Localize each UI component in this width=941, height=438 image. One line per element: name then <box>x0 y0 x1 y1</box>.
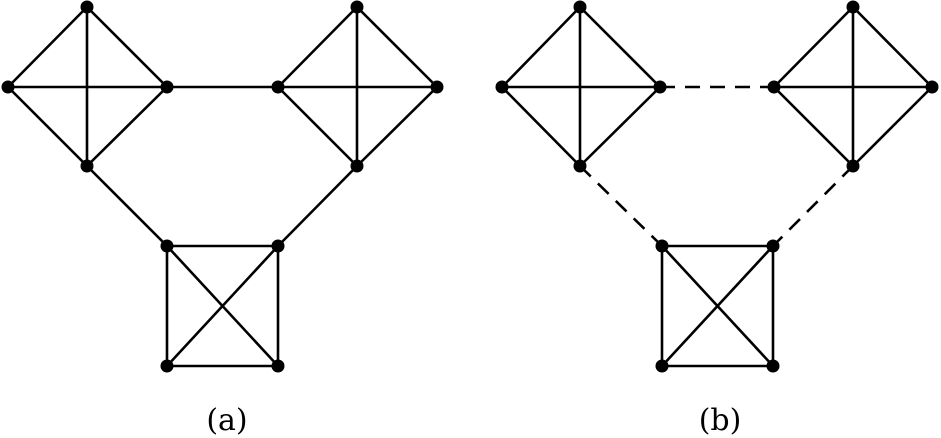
node-tr_left <box>271 80 285 94</box>
panel-b: (b) <box>495 0 939 438</box>
node-bq_br <box>766 359 780 373</box>
node-tl_top <box>573 0 587 14</box>
node-bq_bl <box>655 359 669 373</box>
edge-tl_top-tl_left <box>500 5 582 89</box>
edge-tl_left-tl_bottom <box>6 85 89 168</box>
edge-tr_left-tr_bottom <box>772 85 855 168</box>
node-tl_left <box>495 80 509 94</box>
node-tl_left <box>1 80 15 94</box>
node-bq_tr <box>766 239 780 253</box>
edge-tl_top-tl_left <box>6 5 89 89</box>
panel-b-nodes <box>495 0 939 373</box>
edge-tr_top-tr_right <box>355 5 439 89</box>
node-bq_br <box>271 359 285 373</box>
edge-tr_right-tr_bottom <box>851 85 934 168</box>
node-bq_tl <box>160 239 174 253</box>
panel-b-edges <box>500 5 934 368</box>
node-bq_tr <box>271 239 285 253</box>
edge-bq_tr-bq_bl <box>660 244 775 368</box>
panel-b-caption: (b) <box>699 403 742 438</box>
edge-tl_top-tl_right <box>85 5 169 89</box>
panel-a: (a) <box>1 0 444 438</box>
edge-tr_bottom-bq_tr <box>276 164 359 248</box>
edge-tl_right-tl_bottom <box>578 85 662 168</box>
node-tl_right <box>653 80 667 94</box>
node-tr_bottom <box>846 159 860 173</box>
node-tl_bottom <box>573 159 587 173</box>
node-tr_bottom <box>350 159 364 173</box>
panel-a-caption: (a) <box>206 403 247 438</box>
edge-bq_tr-bq_bl <box>165 244 280 368</box>
panel-a-edges <box>6 5 439 368</box>
edge-tr_top-tr_left <box>276 5 359 89</box>
node-tl_bottom <box>80 159 94 173</box>
edge-tl_top-tl_right <box>578 5 662 89</box>
node-bq_bl <box>160 359 174 373</box>
edge-tr_top-tr_left <box>772 5 855 89</box>
edge-tl_bottom-bq_tl <box>85 164 169 248</box>
edge-tl_left-tl_bottom <box>500 85 582 168</box>
node-tr_top <box>846 0 860 14</box>
edge-tr_right-tr_bottom <box>355 85 439 168</box>
node-tl_top <box>80 0 94 14</box>
edge-tr_bottom-bq_tr-dashed <box>772 165 854 247</box>
node-tr_right <box>430 80 444 94</box>
panel-a-nodes <box>1 0 444 373</box>
node-tr_left <box>767 80 781 94</box>
edge-tl_bottom-bq_tl-dashed <box>579 165 663 247</box>
node-tl_right <box>160 80 174 94</box>
node-tr_right <box>925 80 939 94</box>
node-tr_top <box>350 0 364 14</box>
node-bq_tl <box>655 239 669 253</box>
edge-tr_top-tr_right <box>851 5 934 89</box>
edge-tr_left-tr_bottom <box>276 85 359 168</box>
edge-tl_right-tl_bottom <box>85 85 169 168</box>
